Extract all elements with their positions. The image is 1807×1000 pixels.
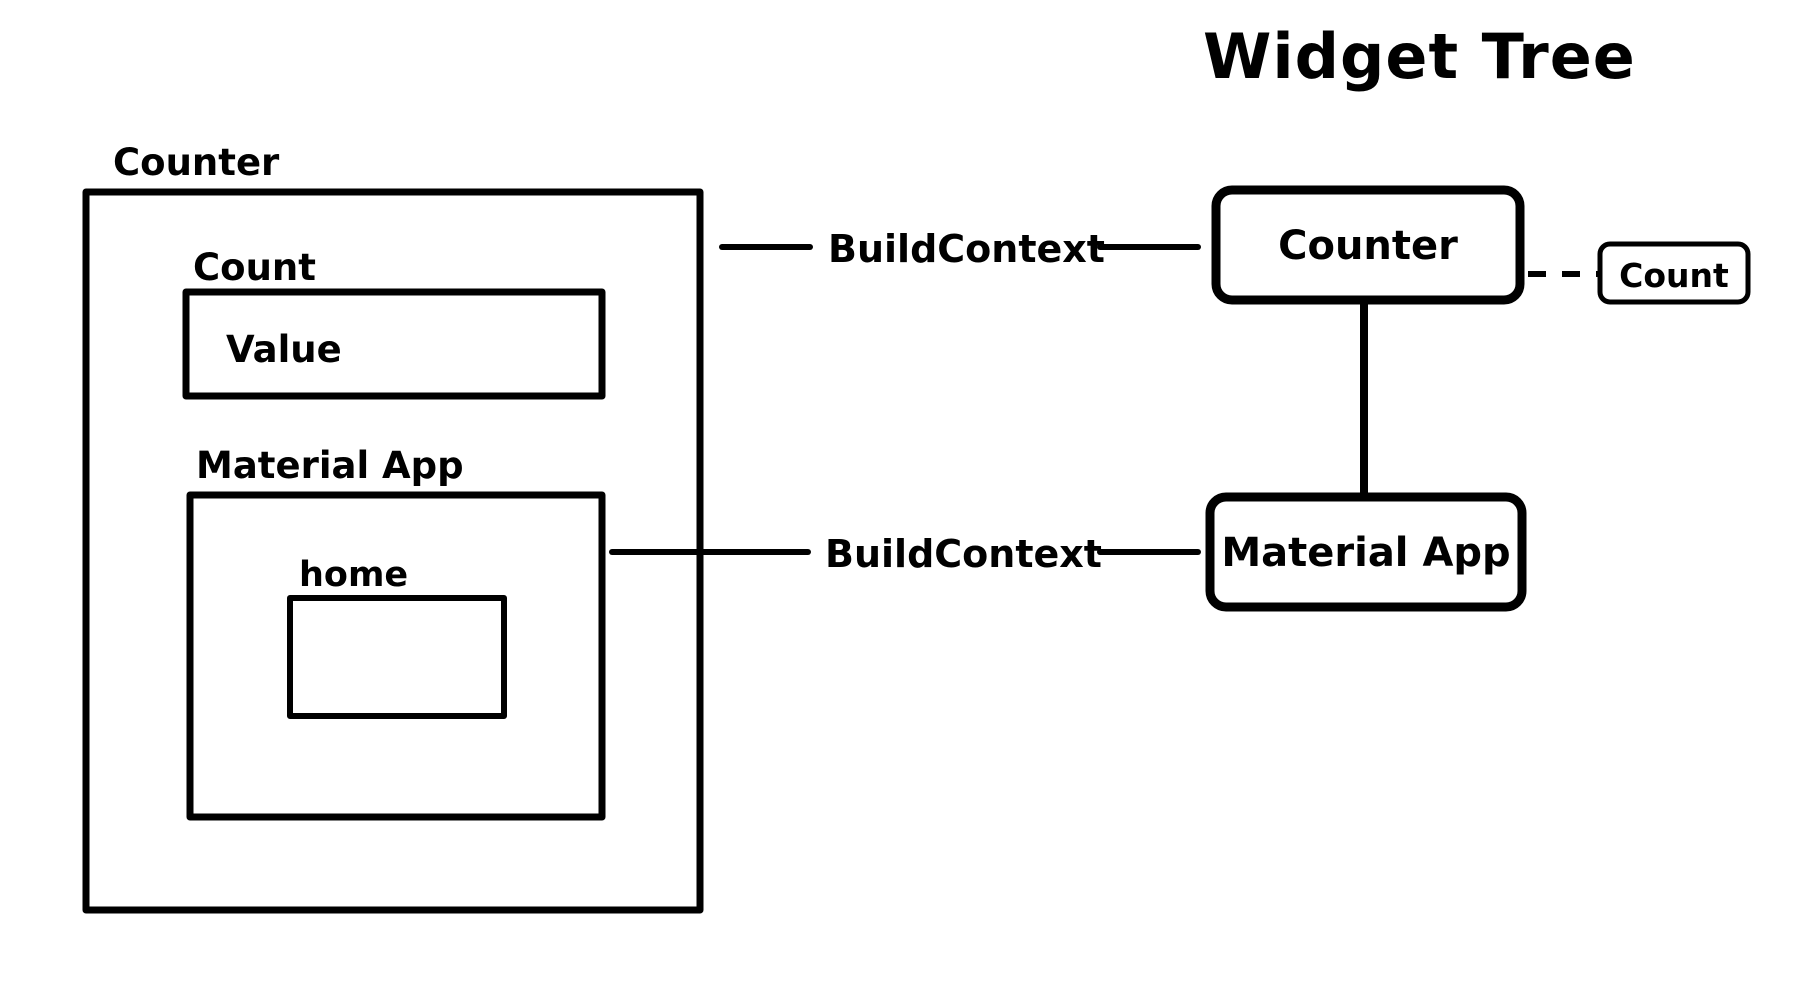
count-box-label: Count [193, 246, 316, 289]
counter-container-box[interactable] [82, 188, 704, 914]
count-box-value-text: Value [226, 328, 342, 371]
counter-container-label: Counter [113, 141, 280, 184]
connector-label-buildcontext-counter: BuildContext [828, 227, 1105, 271]
tree-node-material-app-label: Material App [1221, 530, 1510, 576]
tree-node-counter-label: Counter [1278, 223, 1458, 269]
diagram-title: Widget Tree [1203, 20, 1636, 93]
connector-label-buildcontext-materialapp: BuildContext [825, 532, 1102, 576]
material-app-box[interactable] [186, 491, 606, 821]
count-box[interactable] [182, 288, 606, 400]
tree-node-counter[interactable] [1211, 185, 1525, 305]
home-box[interactable] [287, 595, 507, 719]
material-app-box-label: Material App [196, 444, 464, 487]
tree-node-material-app[interactable] [1205, 492, 1527, 612]
tree-node-count-label: Count [1619, 256, 1729, 295]
home-box-label: home [299, 555, 408, 595]
tree-node-count[interactable] [1597, 241, 1751, 305]
